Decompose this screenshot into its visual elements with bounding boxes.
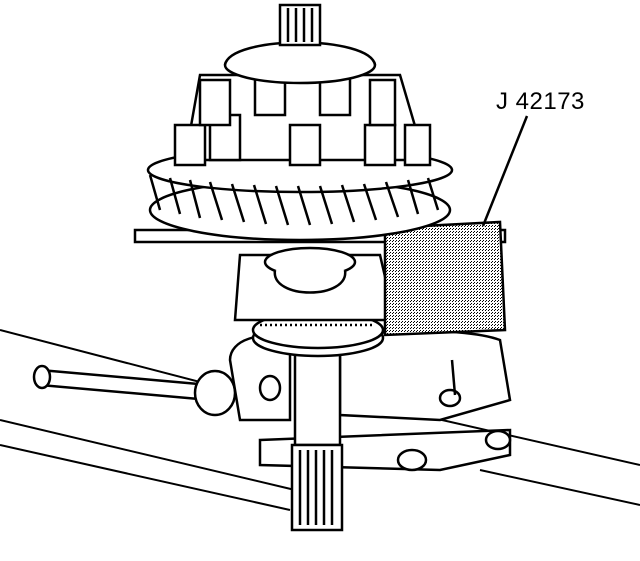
callout-leader	[481, 115, 529, 227]
differential-case	[173, 68, 432, 167]
pinion-shaft	[290, 338, 344, 532]
tool-callout-label: J 42173	[496, 88, 585, 115]
side-gear	[223, 3, 377, 85]
bearing-holder	[233, 246, 397, 322]
vise-handle	[32, 364, 237, 417]
